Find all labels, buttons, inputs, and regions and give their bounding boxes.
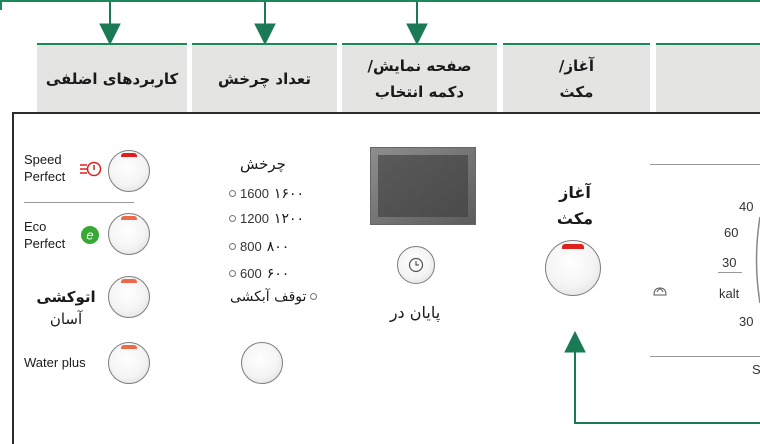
arrow-head-1 [99,23,121,46]
indicator-led [121,345,137,349]
spin-select-button[interactable] [241,342,283,384]
indicator-led [121,216,137,220]
rinse-hold-label: توقف آبکشی [230,289,307,305]
temp-partial-label: S [752,362,760,377]
speed-line1: Speed [24,152,62,167]
header-label: آغاز/ مکث [558,56,595,101]
temp-bottom-line [650,356,760,357]
top-border [0,0,760,2]
end-time-button[interactable] [397,246,435,284]
header-start-pause: آغاز/ مکث [503,43,650,112]
eco-line2: Perfect [24,236,66,251]
arrow-up-head [564,330,586,353]
spin-option-800: 800 ۸۰۰ [229,239,289,255]
start-pause-button[interactable] [545,240,601,296]
spin-option-1600: 1600 ۱۶۰۰ [229,186,304,202]
eco-leaf-icon: e [81,226,99,244]
easy-iron-line2: آسان [49,310,83,328]
divider [24,202,134,203]
spin-value-fa: ۱۶۰۰ [273,186,304,202]
radio-dot [310,293,318,300]
spin-value-fa: ۱۲۰۰ [273,211,304,227]
radio-dot [229,243,236,250]
spin-value: 1600 [240,186,269,201]
svg-text:e: e [86,228,93,243]
arrow-up-connector [564,330,760,424]
spin-value: 600 [240,266,262,281]
easy-iron-button[interactable] [108,276,150,318]
start-line1: آغاز [559,183,591,202]
speed-timer-icon [80,161,102,177]
indicator-led [562,244,584,249]
header-label: کاربردهای اضلفی [45,69,179,88]
spin-title: چرخش [240,155,286,173]
display-screen [370,147,476,225]
speed-perfect-button[interactable] [108,150,150,192]
indicator-led [121,153,137,157]
water-plus-button[interactable] [108,342,150,384]
radio-dot [229,215,236,222]
temp-value: 40 [739,199,754,214]
radio-dot [229,270,236,277]
eco-perfect-button[interactable] [108,213,150,255]
rinse-hold-option: توقف آبکشی [230,289,321,305]
arrows-down [99,2,428,46]
spin-value: 1200 [240,211,269,226]
temp-value: kalt [719,286,740,301]
easy-iron-line1: اتوکشی [36,288,96,306]
clock-icon [408,257,424,273]
temp-value: 30 [739,314,754,329]
speed-line2: Perfect [24,169,66,184]
spin-option-600: 600 ۶۰۰ [229,266,289,282]
start-pause-label: آغاز مکث [545,180,605,232]
start-line2: مکث [556,209,594,228]
header-additional-functions: کاربردهای اضلفی [37,43,187,112]
header-spin-speed: تعداد چرخش [192,43,337,112]
arrow-head-3 [406,23,428,46]
arrow-head-2 [254,23,276,46]
temp-underline [718,272,742,273]
spin-value: 800 [240,239,262,254]
header-display: صفحه نمایش/ دکمه انتخاب [342,43,497,112]
temp-value: 60 [724,225,739,240]
left-border [0,0,2,10]
water-plus-label: Water plus [24,355,86,370]
spin-value-fa: ۶۰۰ [266,266,290,282]
header-label: تعداد چرخش [218,69,311,88]
control-panel [12,112,760,444]
temp-value: 30 [722,255,737,270]
temp-top-line [650,164,760,165]
knob-arc [755,216,760,304]
radio-dot [229,190,236,197]
spin-value-fa: ۸۰۰ [266,239,290,255]
header-label: صفحه نمایش/ دکمه انتخاب [367,56,472,101]
eco-line1: Eco [24,219,47,234]
eco-perfect-label: Eco Perfect [24,218,65,252]
end-time-label: پایان در [389,303,441,322]
easy-iron-label: اتوکشی آسان [30,286,102,330]
speed-perfect-label: Speed Perfect [24,151,65,185]
hand-wash-icon [653,287,667,296]
header-extra [656,43,760,112]
spin-option-1200: 1200 ۱۲۰۰ [229,211,304,227]
indicator-led [121,279,137,283]
